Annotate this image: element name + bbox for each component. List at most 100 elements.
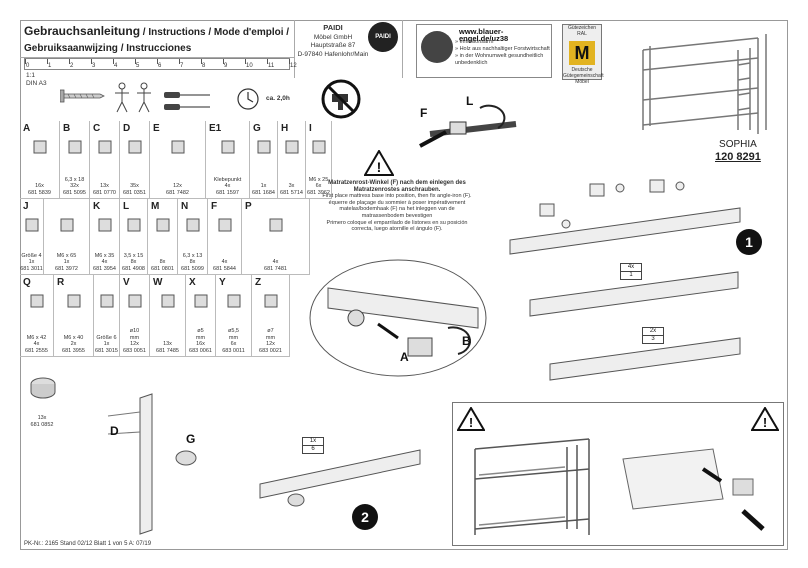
ral-m-logo-icon: M	[569, 41, 595, 65]
part-code: 681 4908	[122, 265, 145, 272]
part-qty: 16x	[35, 183, 44, 189]
screwdrivers-icon	[164, 92, 210, 110]
ruler-tick	[91, 59, 92, 64]
clock-icon	[237, 88, 259, 110]
part-qty: 1x	[260, 183, 267, 189]
ruler-label: 12	[290, 63, 297, 69]
ruler-label: 11	[268, 63, 275, 69]
part-hardware-icon	[30, 294, 44, 308]
part-qty: ø5 mm 16x	[195, 328, 206, 347]
bunk-bed-preview	[642, 34, 767, 134]
document-footer: PK-Nr.: 2165 Stand 02/12 Blatt 1 von 5 A…	[24, 541, 152, 547]
part-qty: 3,5 x 15 8x	[123, 252, 144, 266]
part-extra: 13x 681 0852	[20, 370, 64, 430]
part-hardware-icon	[227, 294, 241, 308]
part-letter: X	[189, 277, 196, 288]
part-letter: D	[123, 123, 131, 134]
ral-quality-mark: Gütezeichen RAL M Deutsche Gütegemeinsch…	[562, 24, 604, 85]
mattress-warning-panel: ! !	[452, 402, 784, 546]
step1-box1-qty: 4x	[627, 264, 635, 270]
part-code: 681 0770	[93, 189, 116, 196]
part-hardware-icon	[128, 140, 142, 154]
company-name: PAIDI	[323, 23, 343, 32]
step2-badge: 2	[352, 504, 378, 530]
part-qty: 12x	[173, 183, 182, 189]
part-hardware-icon	[194, 294, 208, 308]
header-rule	[20, 57, 294, 58]
part-hardware-icon	[100, 294, 114, 308]
ruler-label: 8	[202, 63, 206, 69]
tools-illustration	[60, 82, 259, 113]
product-name: SOPHIA	[719, 139, 757, 150]
step1-box2-qty: 2x	[649, 328, 657, 334]
part-qty: 8x	[159, 259, 166, 265]
part-code: 681 1684	[252, 189, 275, 196]
part-qty: M6 x 35 4x	[94, 252, 115, 266]
mattress-corner-detail	[622, 448, 765, 531]
step2-diagram	[107, 393, 421, 535]
part-hardware-icon	[161, 294, 175, 308]
part-code: 681 5095	[63, 189, 86, 196]
part-letter: W	[153, 277, 163, 288]
bunk-bed-mattress-icon	[474, 438, 590, 535]
part-code: 681 2555	[25, 347, 48, 354]
company-line3: D-97840 Hafenlohr/Main	[297, 50, 369, 58]
step1-diagram	[509, 179, 741, 381]
part-letter: P	[245, 201, 252, 212]
page-frame	[20, 20, 788, 550]
assembly-time: ca. 2,0h	[266, 95, 290, 102]
angle-iron-detail	[419, 104, 517, 148]
part-hardware-icon	[156, 218, 170, 232]
part-hardware-icon	[171, 140, 185, 154]
warning-triangle-icon: !	[364, 150, 394, 176]
title-languages-line2: Gebruiksaanwijzing / Instrucciones	[24, 43, 192, 54]
ruler-label: 0	[26, 63, 30, 69]
part-code: 683 0011	[222, 347, 245, 354]
label-g: G	[186, 432, 196, 446]
part-letter: H	[281, 123, 289, 134]
ruler-label: 5	[136, 63, 140, 69]
part-qty: 3x	[288, 183, 295, 189]
part-qty: Größe 6 1x	[96, 334, 117, 348]
step1-box-1: 4x 1	[620, 263, 642, 280]
part-letter: R	[57, 277, 65, 288]
warning-triangle-icon: !	[751, 407, 779, 431]
part-code: 681 3015	[95, 347, 118, 354]
blauer-engel-label: www.blauer-engel.de/uz38 » emissionsarm …	[416, 24, 552, 78]
ral-bottom: Deutsche Gütegemeinschaft Möbel	[563, 67, 604, 85]
part-code: 681 5099	[181, 265, 204, 272]
part-qty: Klebepunkt 4x	[213, 176, 242, 190]
header-divider	[294, 20, 295, 78]
engel-point: » in der Wohnumwelt gesundheitlich	[455, 53, 544, 59]
company-line2: Hauptstraße 87	[310, 42, 356, 49]
part-code: 681 1597	[216, 189, 239, 196]
blauer-engel-seal-icon	[421, 31, 453, 63]
part-code: 681 3955	[62, 347, 85, 354]
part-letter: J	[23, 201, 29, 212]
ruler-label: 10	[246, 63, 253, 69]
zoom-detail	[309, 259, 487, 377]
scale-ratio: 1:1	[26, 72, 36, 79]
product-info: SOPHIA 120 8291	[715, 138, 761, 164]
